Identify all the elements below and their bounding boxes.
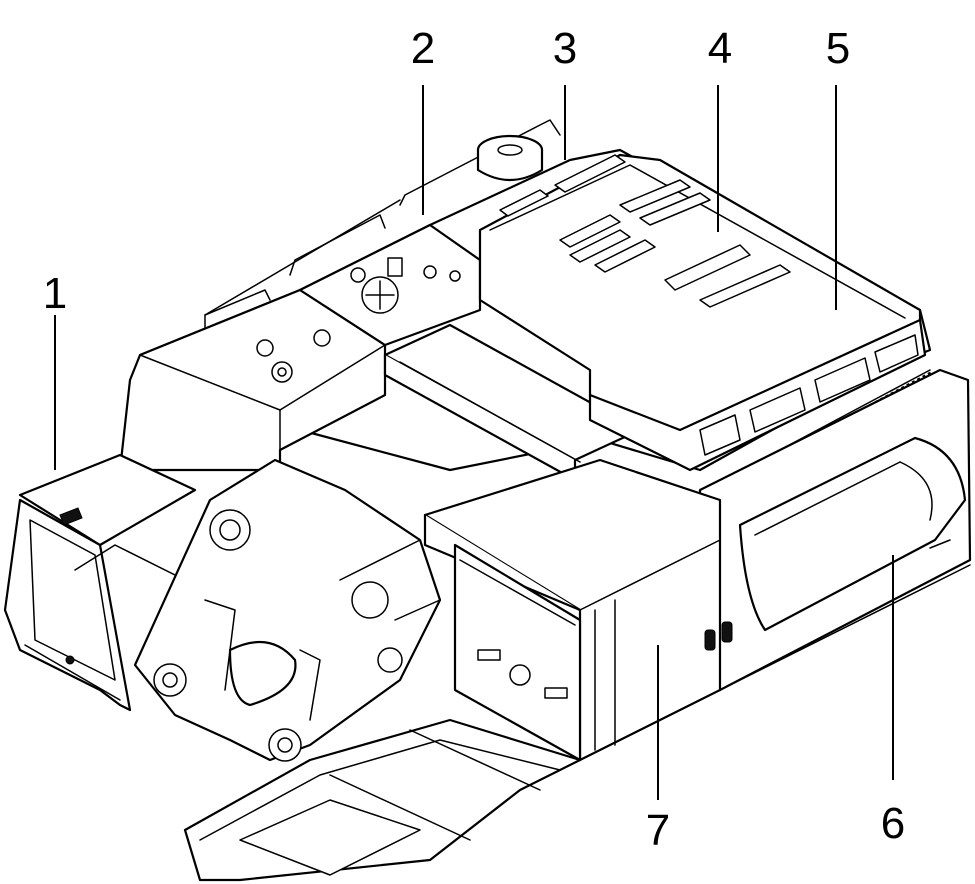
right-side-cover <box>698 368 972 692</box>
callout-1: 1 <box>43 269 67 318</box>
front-deck <box>183 718 582 882</box>
callout-5: 5 <box>826 24 850 73</box>
callout-6: 6 <box>881 799 905 848</box>
left-service-door <box>3 453 197 712</box>
filler-caps <box>298 223 482 347</box>
callout-4: 4 <box>708 24 732 73</box>
callout-2: 2 <box>411 24 435 73</box>
callout-3: 3 <box>553 24 577 73</box>
boom-mount <box>133 458 442 762</box>
leader-lines <box>54 85 894 800</box>
engine-hood <box>478 153 936 499</box>
callout-labels: 1 2 3 4 5 6 7 <box>43 24 905 855</box>
front-housing <box>423 458 733 762</box>
callout-7: 7 <box>646 806 670 855</box>
